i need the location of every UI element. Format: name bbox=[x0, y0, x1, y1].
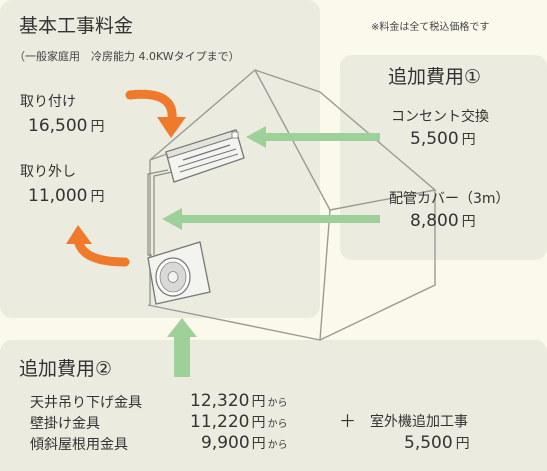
outdoor-extra-label: 室外機追加工事 bbox=[370, 414, 468, 430]
install-price: 16,500 bbox=[28, 116, 88, 136]
remove-label: 取り外し bbox=[20, 164, 76, 180]
outlet-yen: 円 bbox=[461, 132, 476, 148]
basic-fee-subtitle: （一般家庭用 冷房能力 4.0KWタイプまで） bbox=[14, 50, 240, 63]
additional-fee-1-panel bbox=[340, 55, 547, 260]
outdoor-extra-yen: 円 bbox=[455, 436, 470, 452]
remove-yen: 円 bbox=[90, 189, 105, 205]
item-ceiling-suffix: から bbox=[267, 398, 288, 409]
install-arrow-icon bbox=[125, 89, 186, 138]
outlet-label: コンセント交換 bbox=[391, 109, 489, 125]
item-wall-label: 壁掛け金具 bbox=[30, 416, 100, 432]
basic-fee-title: 基本工事料金 bbox=[19, 15, 134, 37]
outdoor-unit-icon bbox=[147, 241, 211, 305]
outdoor-work-arrow-icon bbox=[167, 318, 197, 377]
item-wall-suffix: から bbox=[267, 419, 288, 430]
outlet-arrow-icon bbox=[246, 126, 380, 148]
item-roof-suffix: から bbox=[267, 440, 288, 451]
item-wall-price: 11,220 bbox=[190, 412, 250, 432]
plus-sign: ＋ bbox=[339, 412, 356, 432]
cover-arrow-icon bbox=[162, 208, 380, 230]
item-wall-yen: 円 bbox=[251, 415, 266, 431]
additional-fee-2-panel bbox=[0, 340, 547, 471]
indoor-unit-icon bbox=[165, 129, 245, 183]
additional-fee-2-title: 追加費用② bbox=[19, 358, 113, 380]
remove-arrow-icon bbox=[66, 225, 130, 267]
remove-price: 11,000 bbox=[28, 186, 88, 206]
pipe bbox=[147, 169, 173, 256]
item-roof-price: 9,900 bbox=[201, 433, 250, 453]
item-ceiling-price: 12,320 bbox=[190, 391, 250, 411]
item-ceiling-yen: 円 bbox=[251, 394, 266, 410]
outlet-price: 5,500 bbox=[410, 129, 459, 149]
tax-note: ※料金は全て税込価格です bbox=[371, 22, 490, 33]
house-outline bbox=[147, 69, 436, 341]
outdoor-extra-price: 5,500 bbox=[404, 433, 453, 453]
cover-price: 8,800 bbox=[410, 211, 459, 231]
item-ceiling-label: 天井吊り下げ金具 bbox=[30, 395, 142, 411]
additional-fee-1-title: 追加費用① bbox=[388, 66, 482, 88]
install-label: 取り付け bbox=[20, 94, 76, 110]
item-roof-yen: 円 bbox=[251, 436, 266, 452]
cover-label: 配管カバー（3m） bbox=[389, 191, 510, 207]
item-roof-label: 傾斜屋根用金具 bbox=[30, 437, 128, 453]
install-yen: 円 bbox=[90, 119, 105, 135]
cover-yen: 円 bbox=[461, 214, 476, 230]
